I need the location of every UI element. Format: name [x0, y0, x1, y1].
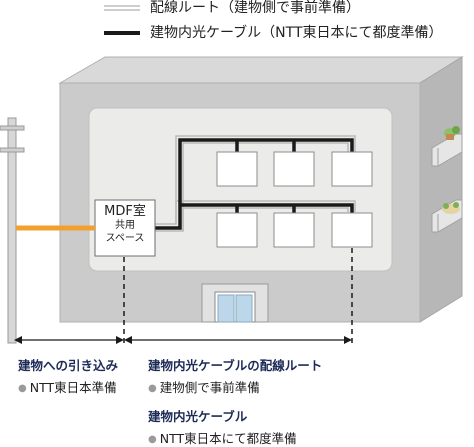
lead-in-heading: 建物への引き込み: [18, 358, 119, 373]
lead-in-span-arrow: [14, 336, 124, 344]
unit-1: [216, 151, 258, 187]
bullet-icon: ●: [148, 434, 157, 445]
unit-boxes: [216, 151, 373, 248]
bullet-icon: ●: [18, 383, 27, 394]
mdf-room-label: MDF室 共用 スペース: [95, 204, 155, 245]
route-item-text: 建物側で事前準備: [159, 380, 260, 395]
unit-6: [331, 212, 373, 248]
route-heading: 建物内光ケーブルの配線ルート: [148, 358, 323, 373]
unit-5: [273, 212, 315, 248]
mdf-room-box: [94, 199, 156, 257]
cable-item-text: NTT東日本にて都度準備: [159, 431, 297, 446]
unit-4: [216, 212, 258, 248]
building-side: [419, 56, 463, 323]
building-roof: [58, 56, 464, 84]
entrance-door: [201, 283, 269, 323]
wiring-route: [155, 135, 356, 232]
route-span-arrow: [124, 336, 352, 344]
bullet-icon: ●: [148, 383, 157, 394]
lead-in-item-text: NTT東日本準備: [29, 380, 117, 395]
unit-3: [331, 151, 373, 187]
legend-optical-cable-label: 建物内光ケーブル（NTT東日本にて都度準備）: [150, 25, 443, 41]
balcony-upper: [431, 126, 463, 167]
mdf-room-title: MDF室: [104, 204, 146, 219]
dashed-guides: [123, 248, 353, 346]
lead-in-item: ●NTT東日本準備: [18, 377, 117, 396]
route-item: ●建物側で事前準備: [148, 377, 260, 396]
legend-wiring-route-swatch: [104, 5, 140, 11]
cable-item: ●NTT東日本にて都度準備: [148, 428, 297, 447]
cable-heading: 建物内光ケーブル: [148, 409, 248, 424]
mdf-room-sub2: スペース: [105, 233, 145, 244]
unit-2: [273, 151, 315, 187]
balcony-lower: [431, 199, 463, 233]
legend-wiring-route-label: 配線ルート（建物側で事前準備）: [150, 0, 360, 16]
mdf-room-sub1: 共用: [115, 220, 135, 231]
optical-cable-route: [155, 138, 354, 230]
